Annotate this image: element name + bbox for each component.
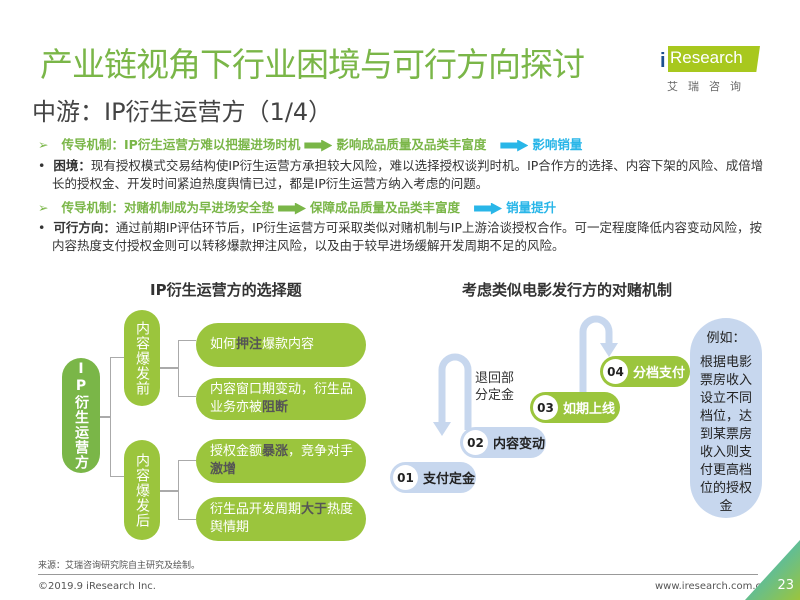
dilemma-text: 现有授权模式交易结构使IP衍生运营方承担较大风险，难以选择授权谈判时机。IP合作… [52,158,764,191]
iresearch-logo: i Research [660,46,760,76]
mechanism-2-mid: 保障成品质量及品类丰富度 [310,200,461,215]
loop-arrows [433,315,618,436]
mechanism-line-2: ➢ 传导机制：对赌机制成为早进场安全垫 保障成品质量及品类丰富度 销量提升 [38,199,768,217]
mechanism-1-label: 传导机制：IP衍生运营方难以把握进场时机 [61,137,301,152]
arrow-bullet-icon: ➢ [38,200,62,215]
source-note: 来源：艾瑞咨询研究院自主研究及绘制。 [38,561,201,571]
mechanism-1-mid: 影响成品质量及品类丰富度 [336,137,487,152]
bullet-dot: • [38,158,54,173]
step-loop-arrow [579,315,613,395]
branch-after: 内容爆发后 [124,440,160,540]
direction-text: 通过前期IP评估环节后，IP衍生运营方可采取类似对赌机制与IP上游洽谈授权合作。… [52,220,763,253]
root-node: IP衍生运营方 [62,358,100,473]
refund-loop-arrow [438,353,472,430]
green-arrow-icon [278,202,307,215]
website-link[interactable]: www.iresearch.com.cn [655,581,768,592]
page-subtitle: 中游：IP衍生运营方（1/4） [32,98,333,126]
example-callout: 例如： 根据电影票房收入设立不同档位，达到某票房收入则支付更高档位的授权金 [690,318,762,518]
dilemma-paragraph: • 困境：现有授权模式交易结构使IP衍生运营方承担较大风险，难以选择授权谈判时机… [38,157,768,193]
green-arrow-icon [304,139,333,152]
option-1: 如何押注爆款内容 [196,323,366,367]
dilemma-head: 困境： [53,158,91,173]
right-diagram-title: 考虑类似电影发行方的对赌机制 [462,281,673,299]
option-4: 衍生品开发周期大于热度舆情期 [196,497,366,541]
mechanism-2-end: 销量提升 [506,200,557,215]
connector [178,340,196,397]
refund-note: 退回部分定金 [475,371,515,403]
blue-arrow-icon [474,202,503,215]
down-arrowhead-icon [600,343,618,357]
logo-cn: 艾瑞咨询 [667,80,751,93]
option-2: 内容窗口期变动，衍生品业务亦被阻断 [196,378,366,420]
page-number: 23 [777,578,794,593]
example-head: 例如： [706,331,746,346]
example-text: 根据电影票房收入设立不同档位，达到某票房收入则支付更高档位的授权金 [699,355,752,514]
mechanism-1-end: 影响销量 [532,137,583,152]
footer-divider [38,574,758,575]
copyright: ©2019.9 iResearch Inc. [38,581,156,592]
connector [178,460,196,520]
mechanism-2-label: 传导机制：对赌机制成为早进场安全垫 [61,200,275,215]
connector [110,357,125,477]
arrow-bullet-icon: ➢ [38,137,62,152]
direction-head: 可行方向： [53,220,116,235]
bullet-dot: • [38,220,54,235]
logo-i: i [660,50,666,72]
direction-paragraph: • 可行方向：通过前期IP评估环节后，IP衍生运营方可采取类似对赌机制与IP上游… [38,219,768,255]
left-diagram-title: IP衍生运营方的选择题 [150,281,302,299]
down-arrowhead-icon [433,422,451,436]
blue-arrow-icon [500,139,529,152]
mechanism-line-1: ➢ 传导机制：IP衍生运营方难以把握进场时机 影响成品质量及品类丰富度 影响销量 [38,136,768,154]
logo-text: Research [670,48,743,67]
branch-before: 内容爆发前 [124,310,160,406]
option-3: 授权金额暴涨，竞争对手激增 [196,439,366,483]
page-title: 产业链视角下行业困境与可行方向探讨 [40,45,585,84]
